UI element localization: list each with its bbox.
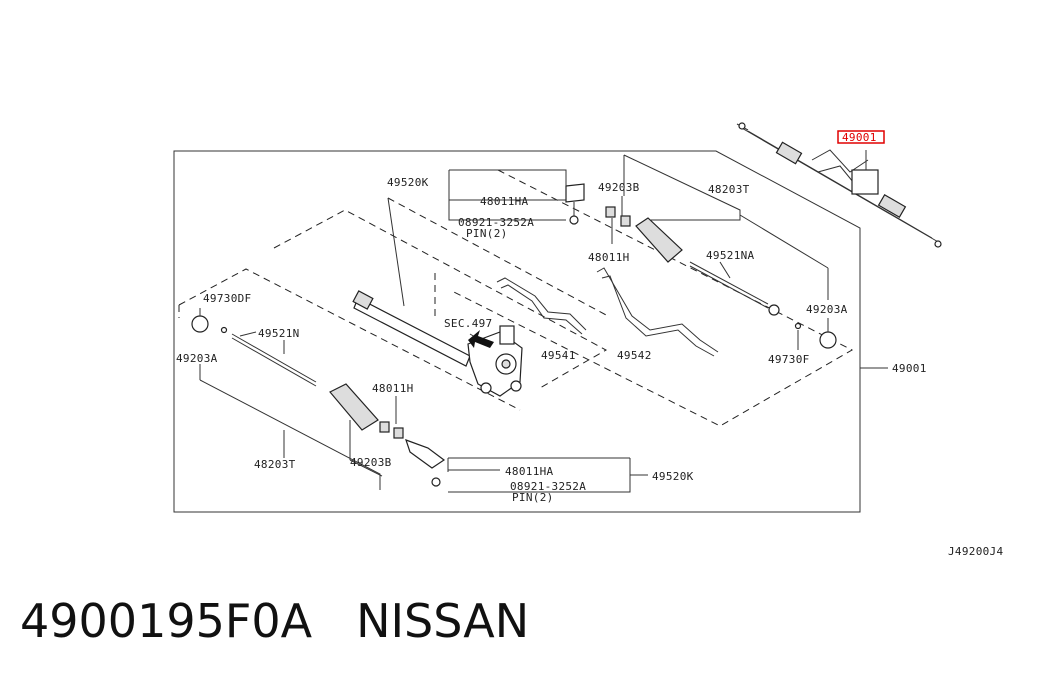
label-48203t-top: 48203T — [708, 183, 750, 196]
label-49203a-left: 49203A — [176, 352, 218, 365]
label-sec497: SEC.497 — [444, 317, 492, 330]
label-49730f-right: 49730F — [768, 353, 810, 366]
label-49521n: 49521N — [258, 327, 300, 340]
clamp-49203a-left — [191, 315, 209, 333]
pipe-49542 — [596, 267, 719, 353]
label-49203b-top: 49203B — [598, 181, 640, 194]
direction-arrow — [468, 330, 494, 348]
label-reference-code: J49200J4 — [948, 545, 1003, 558]
label-49203b-bottom: 49203B — [350, 456, 392, 469]
boot-48203t-top — [635, 217, 683, 263]
label-48011h-bottom: 48011H — [372, 382, 414, 395]
label-49520k-bottom: 49520K — [652, 470, 694, 483]
clamp-49203a-right — [819, 331, 837, 349]
highlight-box — [837, 130, 885, 144]
bushing-48011h-top — [605, 206, 616, 218]
label-49520k-top: 49520K — [387, 176, 429, 189]
label-48011ha-top: 48011HA — [480, 195, 529, 208]
tie-rod-49521na — [689, 261, 769, 305]
diagram-frame — [173, 150, 861, 513]
rack-housing — [352, 290, 523, 397]
brand-name: NISSAN — [356, 594, 530, 648]
thumbnail-part-label: 49001 — [842, 131, 877, 144]
part-number: 4900195F0A — [20, 594, 313, 648]
tie-rod-49521n — [231, 333, 317, 383]
label-pin-top: PIN(2) — [466, 227, 508, 240]
label-49541: 49541 — [541, 349, 576, 362]
label-48011ha-bottom: 48011HA — [505, 465, 554, 478]
label-49001-right: 49001 — [892, 362, 927, 375]
label-49521na: 49521NA — [706, 249, 755, 262]
label-08921-bottom: 08921-3252A — [510, 480, 586, 493]
pipe-49541 — [496, 277, 587, 331]
label-49730df: 49730DF — [203, 292, 251, 305]
boot-48203t-bottom — [329, 383, 379, 431]
assembly-thumbnail: 49001 — [736, 122, 942, 248]
label-49203a-right: 49203A — [806, 303, 848, 316]
label-08921-top: 08921-3252A — [458, 216, 534, 229]
label-48203t-bottom: 48203T — [254, 458, 296, 471]
label-48011h-top: 48011H — [588, 251, 630, 264]
label-pin-bottom: PIN(2) — [512, 491, 554, 504]
label-49542: 49542 — [617, 349, 652, 362]
